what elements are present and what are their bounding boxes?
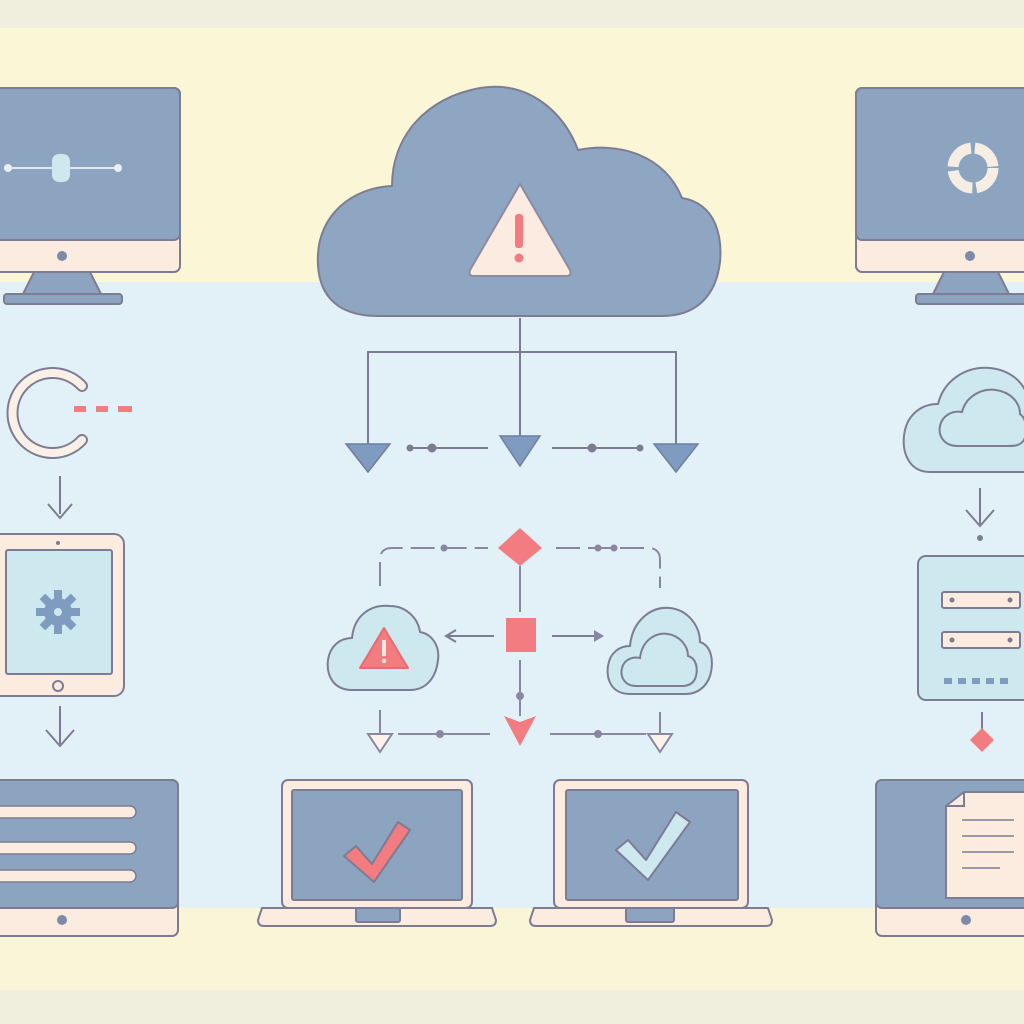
drive-bay	[941, 591, 1021, 609]
home-button	[52, 680, 64, 692]
power-dot	[961, 915, 971, 925]
connector-cloud-to-server	[965, 488, 995, 541]
cloud-small-right	[606, 606, 713, 695]
power-dot	[57, 251, 67, 261]
refresh-icon	[6, 367, 132, 459]
drive-bay	[941, 631, 1021, 649]
gear-icon	[36, 590, 80, 634]
arrow-down-right	[652, 443, 700, 474]
red-down-arrow	[504, 716, 536, 746]
connector-server-to-monitor	[970, 712, 994, 752]
down-arrows	[344, 435, 700, 474]
tablet	[0, 533, 125, 697]
side-arrows	[444, 629, 604, 643]
document-icon	[945, 791, 1024, 899]
connector-refresh-to-tablet	[47, 476, 73, 520]
warning-icon	[359, 627, 409, 669]
dashed-link-red	[74, 406, 132, 412]
monitor-bottom-left	[0, 779, 179, 937]
monitor-top-left	[0, 87, 181, 305]
list-icon	[0, 805, 137, 883]
arrow-down-left	[344, 443, 392, 474]
dotted-links-row	[406, 443, 644, 453]
checkmark-icon	[615, 811, 691, 881]
process-box	[506, 618, 536, 652]
cloud-warning-small	[326, 604, 440, 691]
server-icon	[917, 555, 1024, 701]
arrow-down-center	[498, 435, 542, 468]
loop-dots	[440, 544, 618, 552]
decision-diamond-right	[970, 728, 994, 752]
monitor-bottom-right	[875, 779, 1024, 937]
laptop-right	[528, 779, 774, 927]
laptop-left	[256, 779, 498, 927]
slider-icon	[4, 154, 122, 182]
power-dot	[57, 915, 67, 925]
checkmark-icon	[343, 821, 411, 883]
cloud-main	[316, 85, 722, 317]
connector-tablet-to-monitor	[45, 706, 75, 748]
donut-chart-icon	[947, 142, 999, 194]
lower-connectors	[366, 660, 674, 754]
decision-loop-lines	[379, 547, 661, 612]
monitor-top-right	[855, 87, 1024, 305]
branch-connectors	[367, 318, 677, 446]
status-leds	[944, 678, 1008, 684]
warning-icon	[468, 183, 572, 277]
decision-diamond	[498, 528, 542, 566]
power-dot	[965, 251, 975, 261]
